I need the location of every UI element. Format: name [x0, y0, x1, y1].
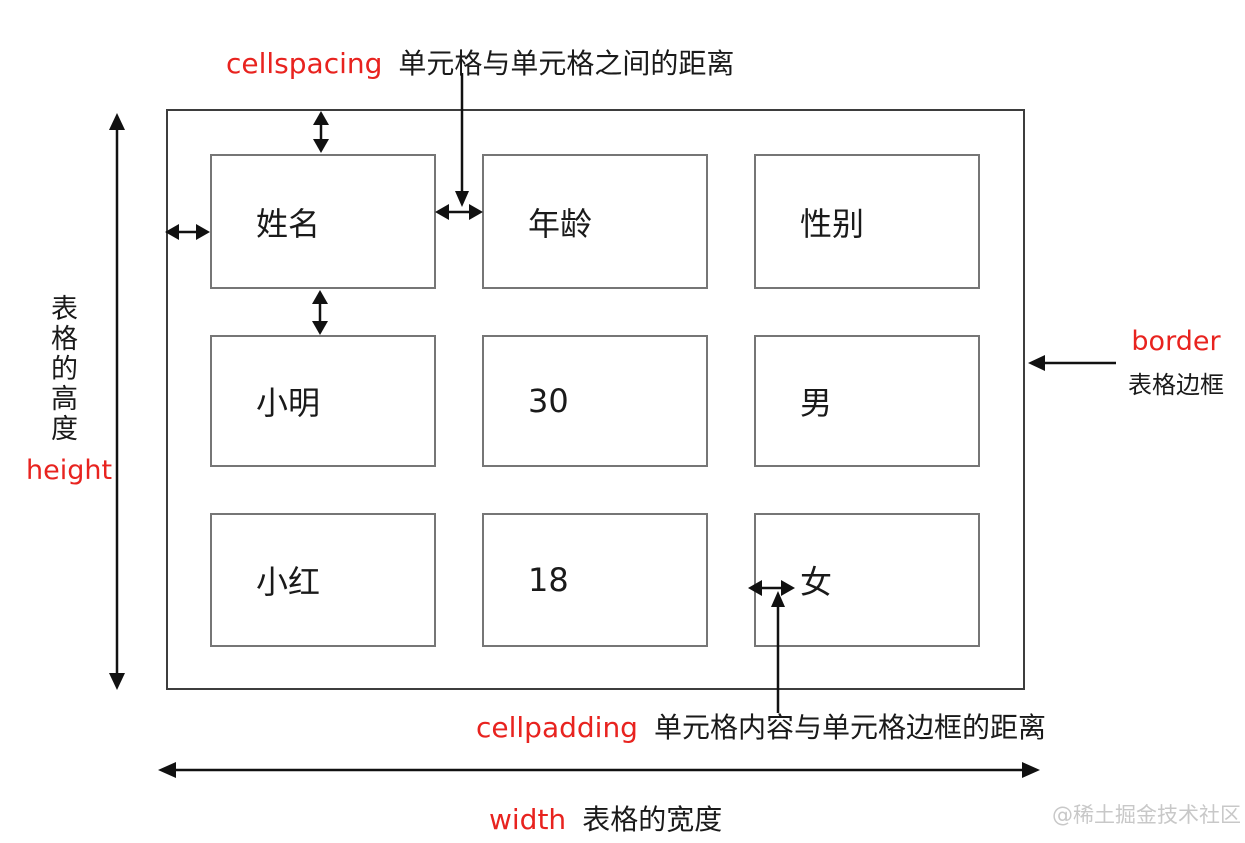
cellpadding-pointer-line: [768, 591, 788, 713]
cellspacing-arrow-rows: [308, 290, 332, 335]
table-cell-header-age: 年龄: [482, 154, 708, 289]
cellpadding-desc: 单元格内容与单元格边框的距离: [653, 711, 1046, 744]
border-label: border 表格边框: [1118, 326, 1234, 400]
cellspacing-desc: 单元格与单元格之间的距离: [398, 47, 735, 80]
cell-text: 性别: [800, 204, 865, 243]
width-desc: 表格的宽度: [582, 803, 723, 836]
table-cell-r1-name: 小明: [210, 335, 436, 467]
cellpadding-keyword: cellpadding: [476, 711, 638, 744]
cell-text: 年龄: [528, 204, 593, 243]
height-arrow: [105, 113, 129, 690]
table-cell-r2-age: 18: [482, 513, 708, 647]
border-arrow: [1028, 352, 1116, 374]
cell-text: 女: [800, 563, 833, 601]
cell-text: 男: [800, 384, 833, 422]
height-desc: 表格的高度: [46, 294, 77, 444]
table-cell-r2-gender: 女: [754, 513, 980, 647]
table-cell-r2-name: 小红: [210, 513, 436, 647]
cell-text: 姓名: [256, 204, 321, 243]
table-cell-header-name: 姓名: [210, 154, 436, 289]
table-cell-header-gender: 性别: [754, 154, 980, 289]
cellspacing-label: cellspacing 单元格与单元格之间的距离: [226, 42, 734, 82]
width-label: width 表格的宽度: [489, 798, 722, 838]
cell-text: 小明: [256, 384, 321, 422]
watermark: @稀土掘金技术社区: [1052, 803, 1241, 827]
width-arrow: [158, 758, 1040, 782]
cellspacing-pointer-line: [452, 73, 472, 207]
cell-text: 小红: [256, 563, 321, 601]
cellspacing-keyword: cellspacing: [226, 47, 383, 80]
cellspacing-arrow-top: [309, 111, 333, 153]
cellpadding-arrow: [748, 578, 795, 599]
cellspacing-arrow-left: [165, 221, 210, 243]
cell-text: 30: [528, 382, 569, 420]
cellpadding-label: cellpadding 单元格内容与单元格边框的距离: [476, 706, 1046, 746]
border-keyword: border: [1131, 326, 1221, 357]
height-keyword: height: [26, 455, 113, 486]
table-cell-r1-age: 30: [482, 335, 708, 467]
border-desc: 表格边框: [1128, 371, 1224, 399]
cell-text: 18: [528, 561, 569, 599]
table-cell-r1-gender: 男: [754, 335, 980, 467]
width-keyword: width: [489, 803, 567, 836]
cellspacing-arrow-middle: [435, 201, 483, 223]
